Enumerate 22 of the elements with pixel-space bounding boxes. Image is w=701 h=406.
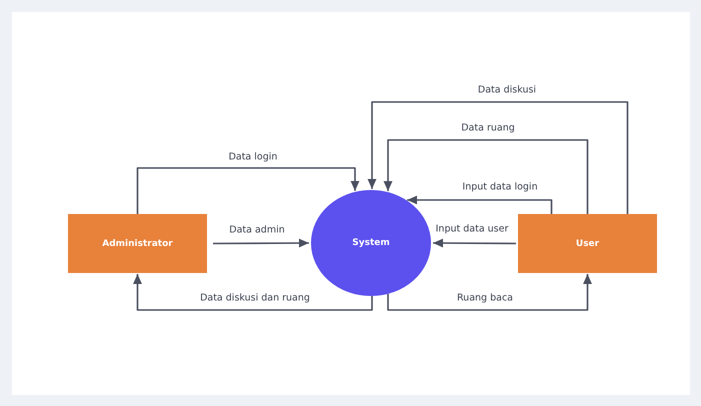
process-box [518, 214, 657, 273]
edge-label: Ruang baca [455, 292, 515, 304]
arrow [136, 167, 360, 214]
edge-label: Input data login [460, 182, 540, 192]
node-label: User [576, 238, 600, 248]
edge-label: Data login [226, 152, 280, 162]
node-label: Administrator [102, 238, 173, 248]
arrow [368, 101, 628, 214]
edge-label: Input data user [434, 224, 510, 234]
process-circle [311, 190, 431, 296]
arrow [384, 139, 588, 214]
arrow [213, 238, 309, 248]
edge-label: Data ruang [459, 122, 517, 134]
arrow [407, 196, 552, 214]
edge-label: Data diskusi [476, 84, 538, 96]
arrow [387, 274, 592, 311]
node-label: System [352, 238, 390, 248]
edge-label: Data admin [227, 224, 287, 236]
arrow [433, 238, 516, 248]
arrow [133, 274, 373, 311]
edge-label: Data diskusi dan ruang [198, 292, 312, 304]
process-box [68, 214, 207, 273]
